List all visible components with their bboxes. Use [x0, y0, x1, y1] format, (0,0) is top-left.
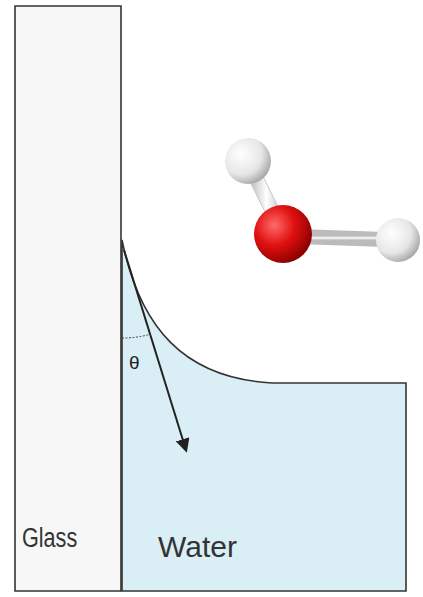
material-label: Water	[158, 530, 237, 564]
outline	[15, 6, 121, 591]
water-molecule	[225, 138, 420, 263]
water-region: Water	[122, 240, 407, 592]
shape-outline	[14, 5, 122, 592]
outline	[122, 240, 406, 591]
glass-plate: Glass	[14, 5, 122, 592]
hydrogen-atom	[225, 138, 271, 184]
material-label: Glass	[22, 523, 77, 554]
oxygen-atom	[254, 205, 312, 263]
angle-symbol: θ	[129, 352, 140, 374]
hydrogen-atom	[376, 218, 420, 262]
